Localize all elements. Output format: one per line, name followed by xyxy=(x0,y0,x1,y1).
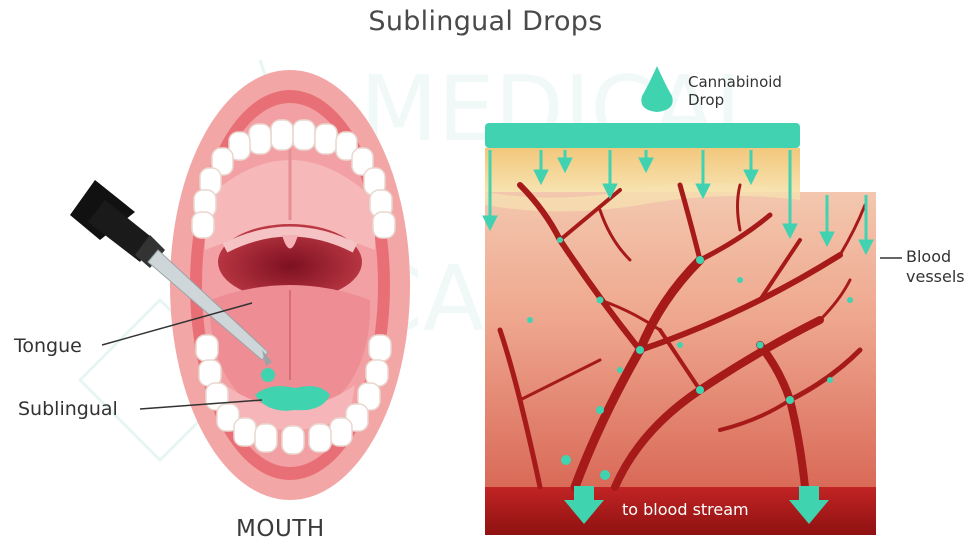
sublingual-label: Sublingual xyxy=(18,398,118,420)
tongue-label: Tongue xyxy=(14,335,82,357)
page-title: Sublingual Drops xyxy=(0,6,971,37)
mouth-illustration xyxy=(70,70,410,500)
blood-label-line2: vessels xyxy=(906,267,965,287)
mouth-caption: MOUTH xyxy=(236,516,325,542)
blood-vessels-label: Blood vessels xyxy=(906,247,965,287)
cannabinoid-label-line2: Drop xyxy=(688,91,782,109)
blood-label-line1: Blood xyxy=(906,247,965,267)
cannabinoid-label-line1: Cannabinoid xyxy=(688,73,782,91)
blood-stream-label: to blood stream xyxy=(622,500,749,519)
tissue-cross-section xyxy=(483,66,902,535)
cannabinoid-drop-label: Cannabinoid Drop xyxy=(688,73,782,109)
mucosa-layer xyxy=(485,123,800,148)
falling-drop xyxy=(261,368,275,382)
